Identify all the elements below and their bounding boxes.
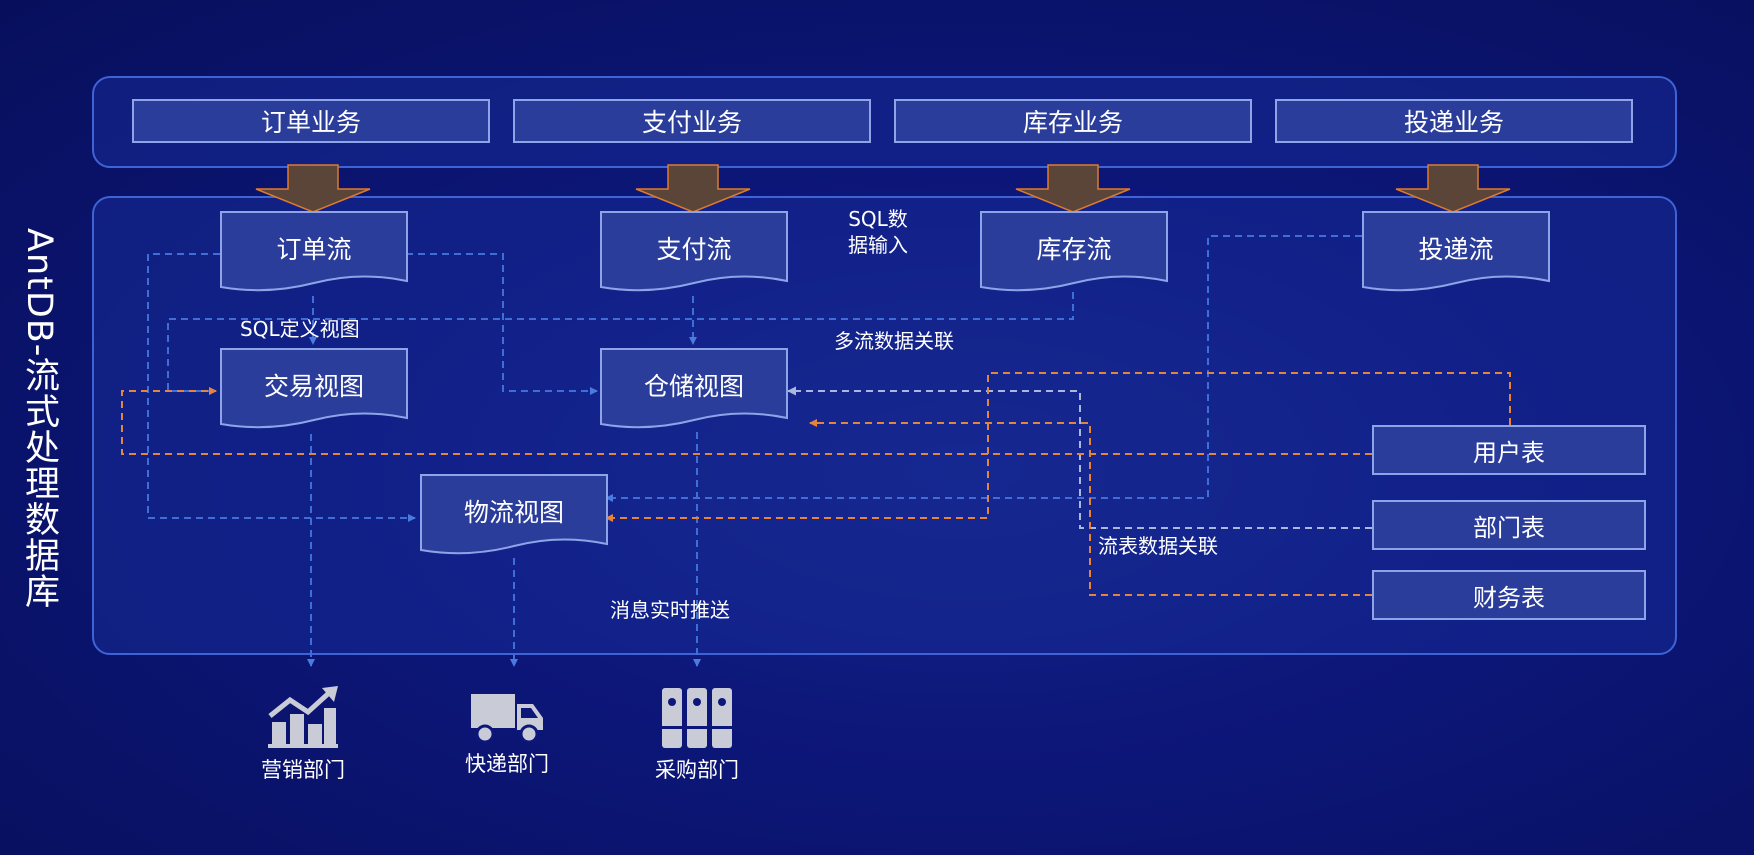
department-purchase: 采购部门: [632, 686, 762, 784]
connector-order-to-logistics: [147, 253, 416, 522]
label-sql-define-view: SQL定义视图: [240, 317, 360, 341]
department-express: 快递部门: [442, 690, 572, 778]
down-arrow-order: [255, 164, 371, 213]
connector-user-to-logistics: [605, 372, 1511, 522]
view-logistics-label: 物流视图: [463, 498, 564, 527]
delivery-truck-icon: [471, 694, 543, 744]
connector-user-to-trade: [121, 387, 1372, 455]
business-arrows: [255, 164, 1511, 213]
connector-department-to-warehouse: [787, 386, 1372, 529]
stream-inventory: 库存流: [980, 211, 1168, 299]
stream-delivery-label: 投递流: [1418, 235, 1494, 264]
business-inventory: 库存业务: [894, 99, 1252, 143]
view-warehouse-label: 仓储视图: [643, 372, 744, 401]
view-trade: 交易视图: [220, 348, 408, 436]
business-payment: 支付业务: [513, 99, 871, 143]
down-arrow-delivery: [1395, 164, 1511, 213]
department-purchase-label: 采购部门: [655, 758, 739, 782]
label-sql-input: SQL数 据输入: [848, 207, 908, 257]
connector-finance-to-warehouse: [809, 419, 1372, 596]
department-marketing: 营销部门: [238, 684, 368, 784]
stream-order: 订单流: [220, 211, 408, 299]
business-order: 订单业务: [132, 99, 490, 143]
table-user: 用户表: [1372, 425, 1646, 475]
down-arrow-payment: [635, 164, 751, 213]
label-multi-stream-join: 多流数据关联: [834, 329, 954, 353]
stream-payment-label: 支付流: [656, 235, 732, 264]
table-finance: 财务表: [1372, 570, 1646, 620]
stream-order-label: 订单流: [276, 235, 352, 264]
connector-order-to-warehouse: [406, 253, 598, 395]
connector-delivery-to-logistics: [605, 235, 1362, 502]
vertical-title: AntDB-流式处理数据库: [19, 228, 59, 610]
stream-delivery: 投递流: [1362, 211, 1550, 299]
growth-chart-icon: [268, 686, 338, 748]
view-logistics: 物流视图: [420, 474, 608, 562]
table-department: 部门表: [1372, 500, 1646, 550]
label-realtime-push: 消息实时推送: [610, 598, 730, 622]
label-stream-table-join: 流表数据关联: [1098, 534, 1218, 558]
department-express-label: 快递部门: [465, 752, 549, 776]
business-delivery: 投递业务: [1275, 99, 1633, 143]
down-arrow-inventory: [1015, 164, 1131, 213]
department-marketing-label: 营销部门: [261, 758, 345, 782]
view-trade-label: 交易视图: [263, 372, 364, 401]
stream-payment: 支付流: [600, 211, 788, 299]
view-warehouse: 仓储视图: [600, 348, 788, 436]
binders-icon: [662, 688, 732, 748]
stream-inventory-label: 库存流: [1036, 235, 1112, 264]
